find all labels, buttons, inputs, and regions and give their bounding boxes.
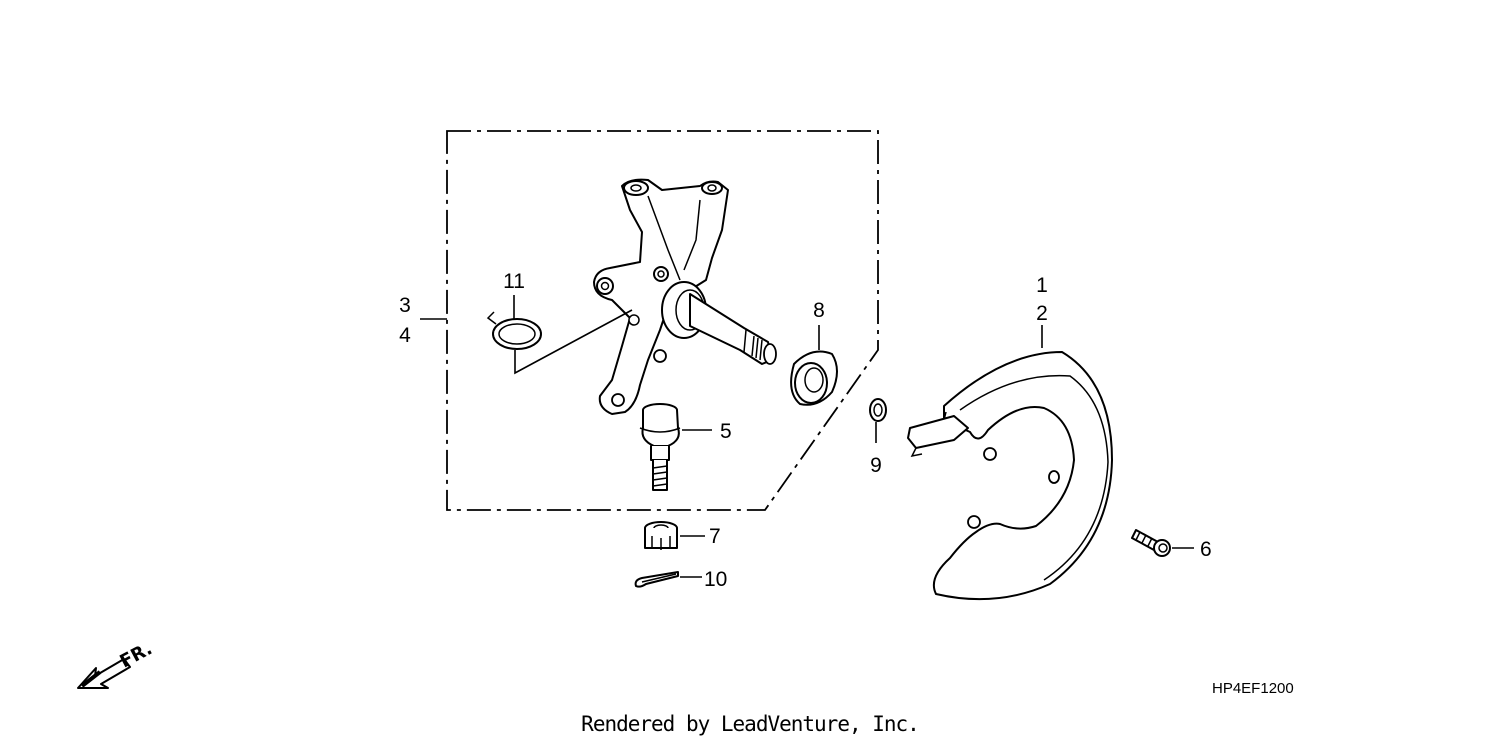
callout-4: 4 — [399, 324, 411, 347]
clip-ring-part[interactable] — [486, 311, 542, 350]
callout-11: 11 — [503, 270, 525, 293]
ball-joint-part[interactable] — [639, 403, 681, 491]
callout-7: 7 — [709, 525, 721, 548]
callout-9: 9 — [870, 454, 882, 477]
callout-3: 3 — [399, 294, 411, 317]
front-direction-arrow-icon: FR. — [77, 638, 156, 689]
callout-1: 1 — [1036, 274, 1048, 297]
callout-10: 10 — [704, 568, 727, 591]
knuckle-part[interactable] — [593, 178, 777, 415]
diagram-code: HP4EF1200 — [1212, 680, 1294, 697]
cotter-pin-part[interactable] — [634, 571, 679, 588]
castle-nut-part[interactable] — [644, 521, 678, 550]
o-ring-part[interactable] — [869, 398, 887, 422]
callout-2: 2 — [1036, 302, 1048, 325]
disk-cover-part[interactable] — [907, 351, 1113, 601]
callout-8: 8 — [813, 299, 825, 322]
bolt-part[interactable] — [1131, 529, 1171, 557]
footer-credit: Rendered by LeadVenture, Inc. — [581, 712, 920, 736]
clip-ring-knuckle-leader — [514, 309, 633, 375]
dust-seal-part[interactable] — [790, 350, 838, 406]
callout-5: 5 — [720, 420, 732, 443]
callout-6: 6 — [1200, 538, 1212, 561]
